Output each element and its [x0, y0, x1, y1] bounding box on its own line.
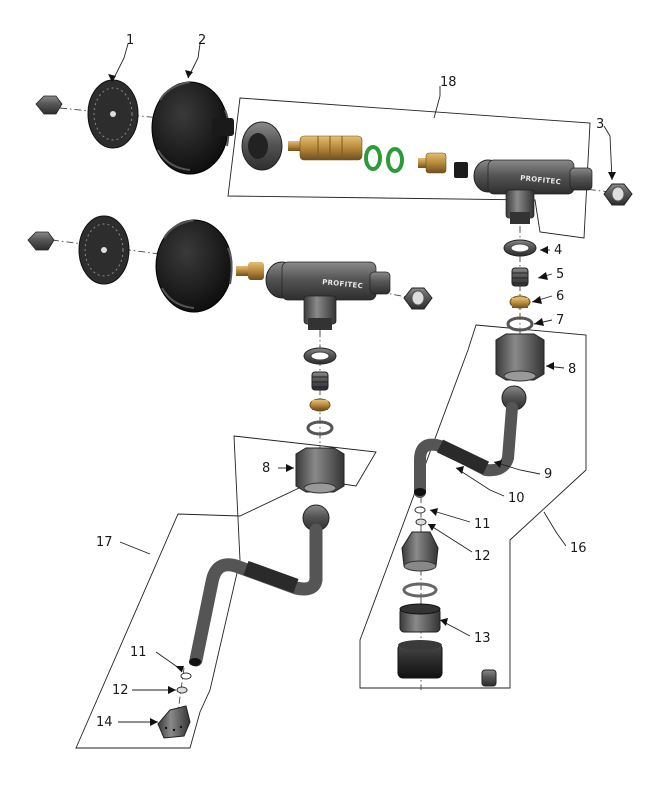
small-nozzle-right [481, 669, 497, 687]
o-ring-green-1 [364, 145, 382, 171]
assembly-17-outline [75, 435, 377, 749]
callout-1: 1 [126, 33, 134, 48]
steam-wand-left [189, 504, 330, 667]
lock-nut-middle-right [403, 287, 433, 310]
callout-16: 16 [570, 541, 587, 556]
callout-18: 18 [440, 75, 457, 90]
callout-12-right: 12 [474, 549, 491, 564]
callout-8-left: 8 [262, 461, 270, 476]
brass-seat [418, 152, 447, 174]
callout-9: 9 [544, 467, 552, 482]
steam-tip-14 [157, 705, 191, 739]
washer-right [503, 239, 537, 257]
washer-left [303, 347, 337, 365]
coupling-nut-upper [241, 121, 283, 171]
callout-4: 4 [554, 243, 562, 258]
brass-valve-right [509, 295, 531, 309]
callout-3: 3 [596, 117, 604, 132]
callout-12-left: 12 [112, 683, 129, 698]
callout-11-right: 11 [474, 517, 491, 532]
assembly-16-outline [359, 324, 587, 689]
o-ring-right [506, 316, 534, 332]
brass-valve-pin-middle [236, 262, 264, 280]
steam-wand-right [414, 385, 527, 498]
washer-large-right [402, 582, 438, 598]
knob-label-disc-upper [87, 79, 139, 149]
knob-label-disc-middle [78, 215, 130, 285]
valve-body-middle: PROFITEC [265, 261, 391, 330]
washer-12-right [415, 518, 427, 526]
arrowheads [108, 70, 616, 726]
callout-11-left: 11 [130, 645, 147, 660]
o-ring-left [306, 420, 334, 436]
callout-13: 13 [474, 631, 491, 646]
tip-cover-right [397, 640, 443, 679]
callout-17: 17 [96, 535, 113, 550]
tip-holder-13 [399, 603, 441, 633]
washer-11-right [414, 506, 426, 514]
callout-5: 5 [556, 267, 564, 282]
assembly-18-outline [227, 97, 591, 239]
o-ring-green-2 [386, 147, 404, 173]
callout-8-right: 8 [568, 362, 576, 377]
callout-2: 2 [198, 33, 206, 48]
nut-8-right [495, 333, 545, 382]
callout-6: 6 [556, 289, 564, 304]
brass-valve-left [309, 398, 331, 412]
spring-left [311, 371, 329, 391]
spring-right [511, 267, 529, 287]
lock-nut-upper-right [603, 183, 633, 206]
callout-10: 10 [508, 491, 525, 506]
knob-upper [151, 81, 234, 175]
washer-12-left [176, 686, 188, 694]
callout-14: 14 [96, 715, 113, 730]
knob-middle [155, 219, 233, 313]
nut-8-left [295, 447, 345, 494]
steam-tip-body [401, 531, 439, 572]
valve-body-upper: PROFITEC [473, 159, 593, 224]
washer-11-left [180, 672, 192, 680]
callout-7: 7 [556, 313, 564, 328]
nut-upper-left [35, 95, 63, 115]
nut-middle-left [27, 231, 55, 251]
brass-valve-pin [288, 135, 363, 161]
rubber-seal-upper [454, 162, 468, 178]
